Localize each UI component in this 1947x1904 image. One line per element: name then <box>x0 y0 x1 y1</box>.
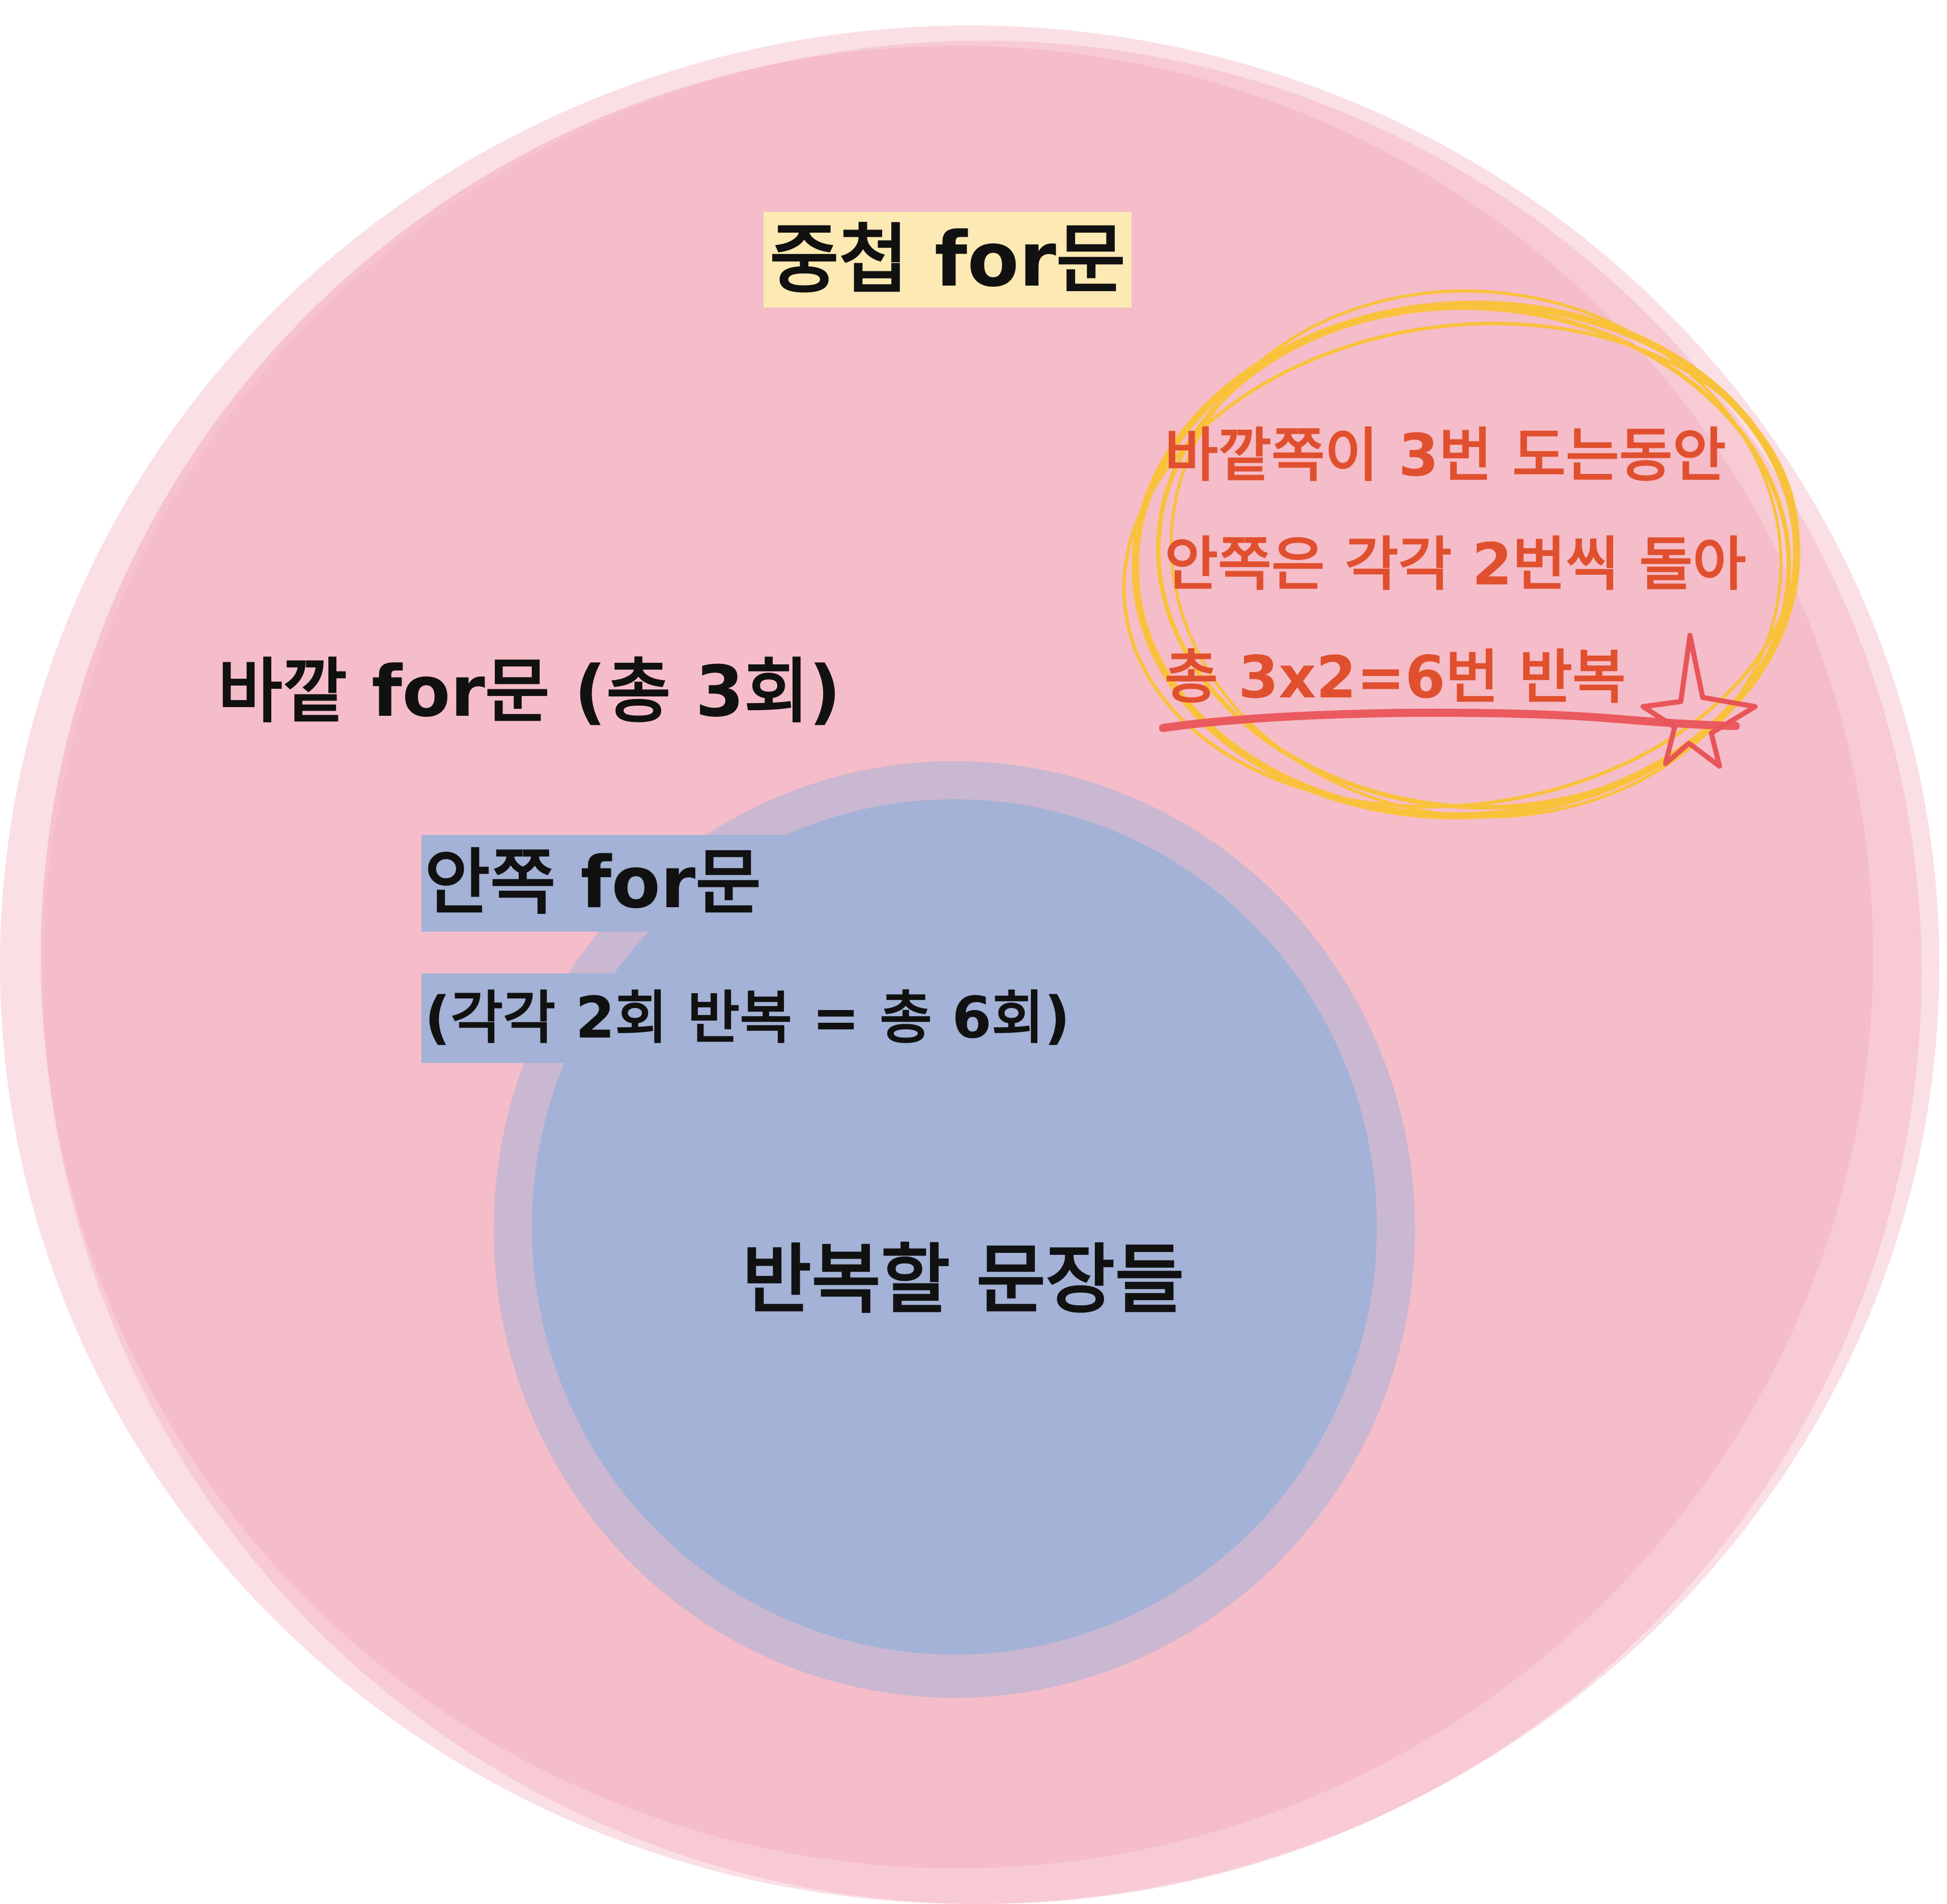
outer-loop-circle <box>0 25 1939 1904</box>
inner-loop-sub-label: (각각 2회 반복 = 총 6회) <box>421 973 1185 1063</box>
note-line-2: 안쪽은 각각 2번씩 돌아 <box>1165 530 1746 598</box>
inner-loop-label: 안쪽 for문 <box>421 835 829 932</box>
core-statements-label: 반복할 문장들 <box>742 1236 1184 1324</box>
note-line-3: 총 3x2=6번 반복 <box>1165 643 1626 711</box>
outer-loop-label: 바깥 for문 (총 3회) <box>218 651 841 733</box>
note-line-1: 바깥쪽이 3번 도는동안 <box>1165 422 1726 489</box>
note-scribble <box>1122 289 1800 820</box>
diagram-title: 중첩 for문 <box>764 212 1132 307</box>
star-icon <box>1641 633 1758 769</box>
note-underline <box>1159 708 1740 732</box>
